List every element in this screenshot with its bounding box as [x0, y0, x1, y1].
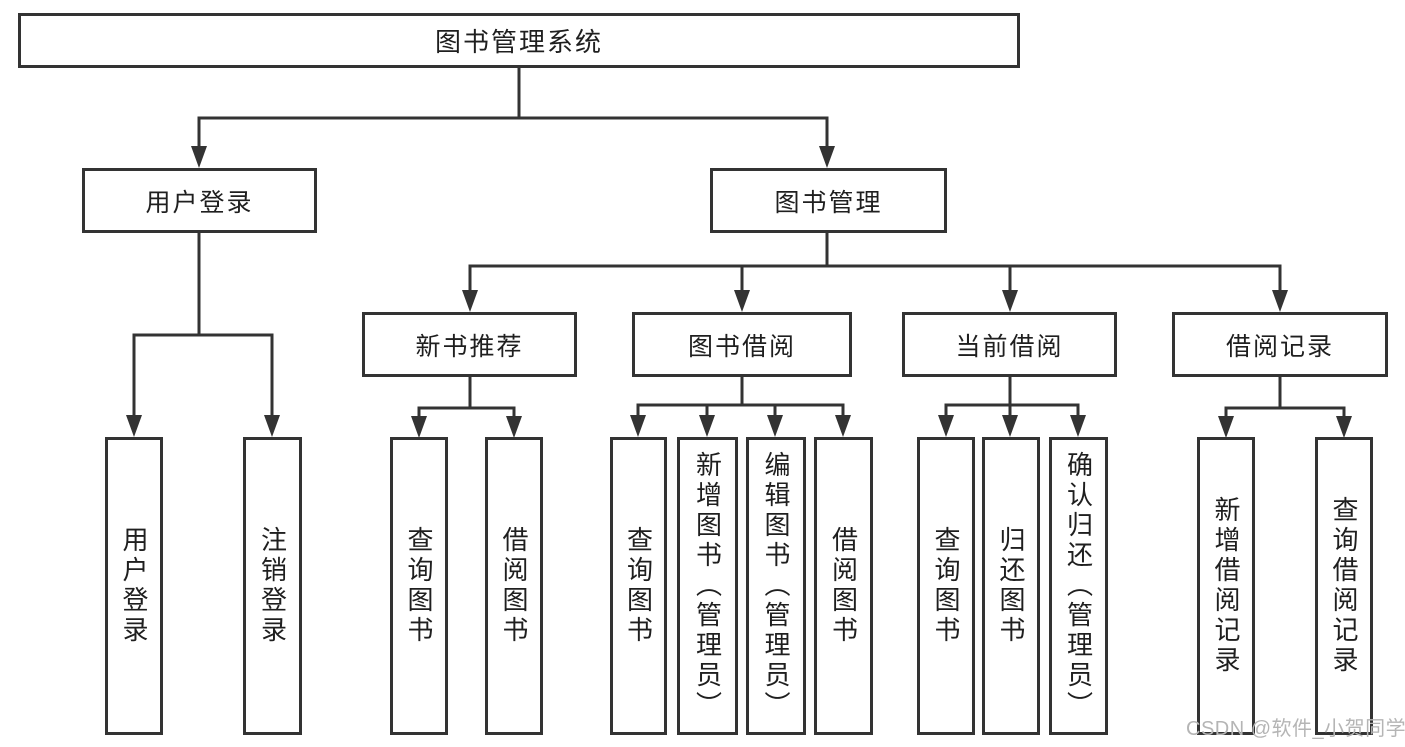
- leaf-borrow-books: 借阅图书: [814, 437, 873, 735]
- csdn-watermark: CSDN @软件_小贺同学: [1186, 718, 1405, 740]
- leaf-current-query-books: 查询图书: [917, 437, 975, 735]
- leaf-add-borrow-record: 新增借阅记录: [1197, 437, 1255, 735]
- node-borrowing-records: 借阅记录: [1172, 312, 1388, 377]
- node-user-login: 用户登录: [82, 168, 317, 233]
- node-library-management-system: 图书管理系统: [18, 13, 1020, 68]
- node-new-book-recommend: 新书推荐: [362, 312, 577, 377]
- leaf-add-books-admin: 新增图书（管理员）: [677, 437, 738, 735]
- leaf-confirm-return-admin: 确认归还（管理员）: [1049, 437, 1108, 735]
- leaf-query-borrow-record: 查询借阅记录: [1315, 437, 1373, 735]
- node-current-borrowing: 当前借阅: [902, 312, 1117, 377]
- leaf-borrowing-query-books: 查询图书: [610, 437, 667, 735]
- leaf-recommend-borrow-books: 借阅图书: [485, 437, 543, 735]
- leaf-edit-books-admin: 编辑图书（管理员）: [746, 437, 806, 735]
- node-book-management: 图书管理: [710, 168, 947, 233]
- leaf-recommend-query-books: 查询图书: [390, 437, 448, 735]
- leaf-return-books: 归还图书: [982, 437, 1040, 735]
- leaf-user-login: 用户登录: [105, 437, 163, 735]
- node-book-borrowing: 图书借阅: [632, 312, 852, 377]
- leaf-logout: 注销登录: [243, 437, 302, 735]
